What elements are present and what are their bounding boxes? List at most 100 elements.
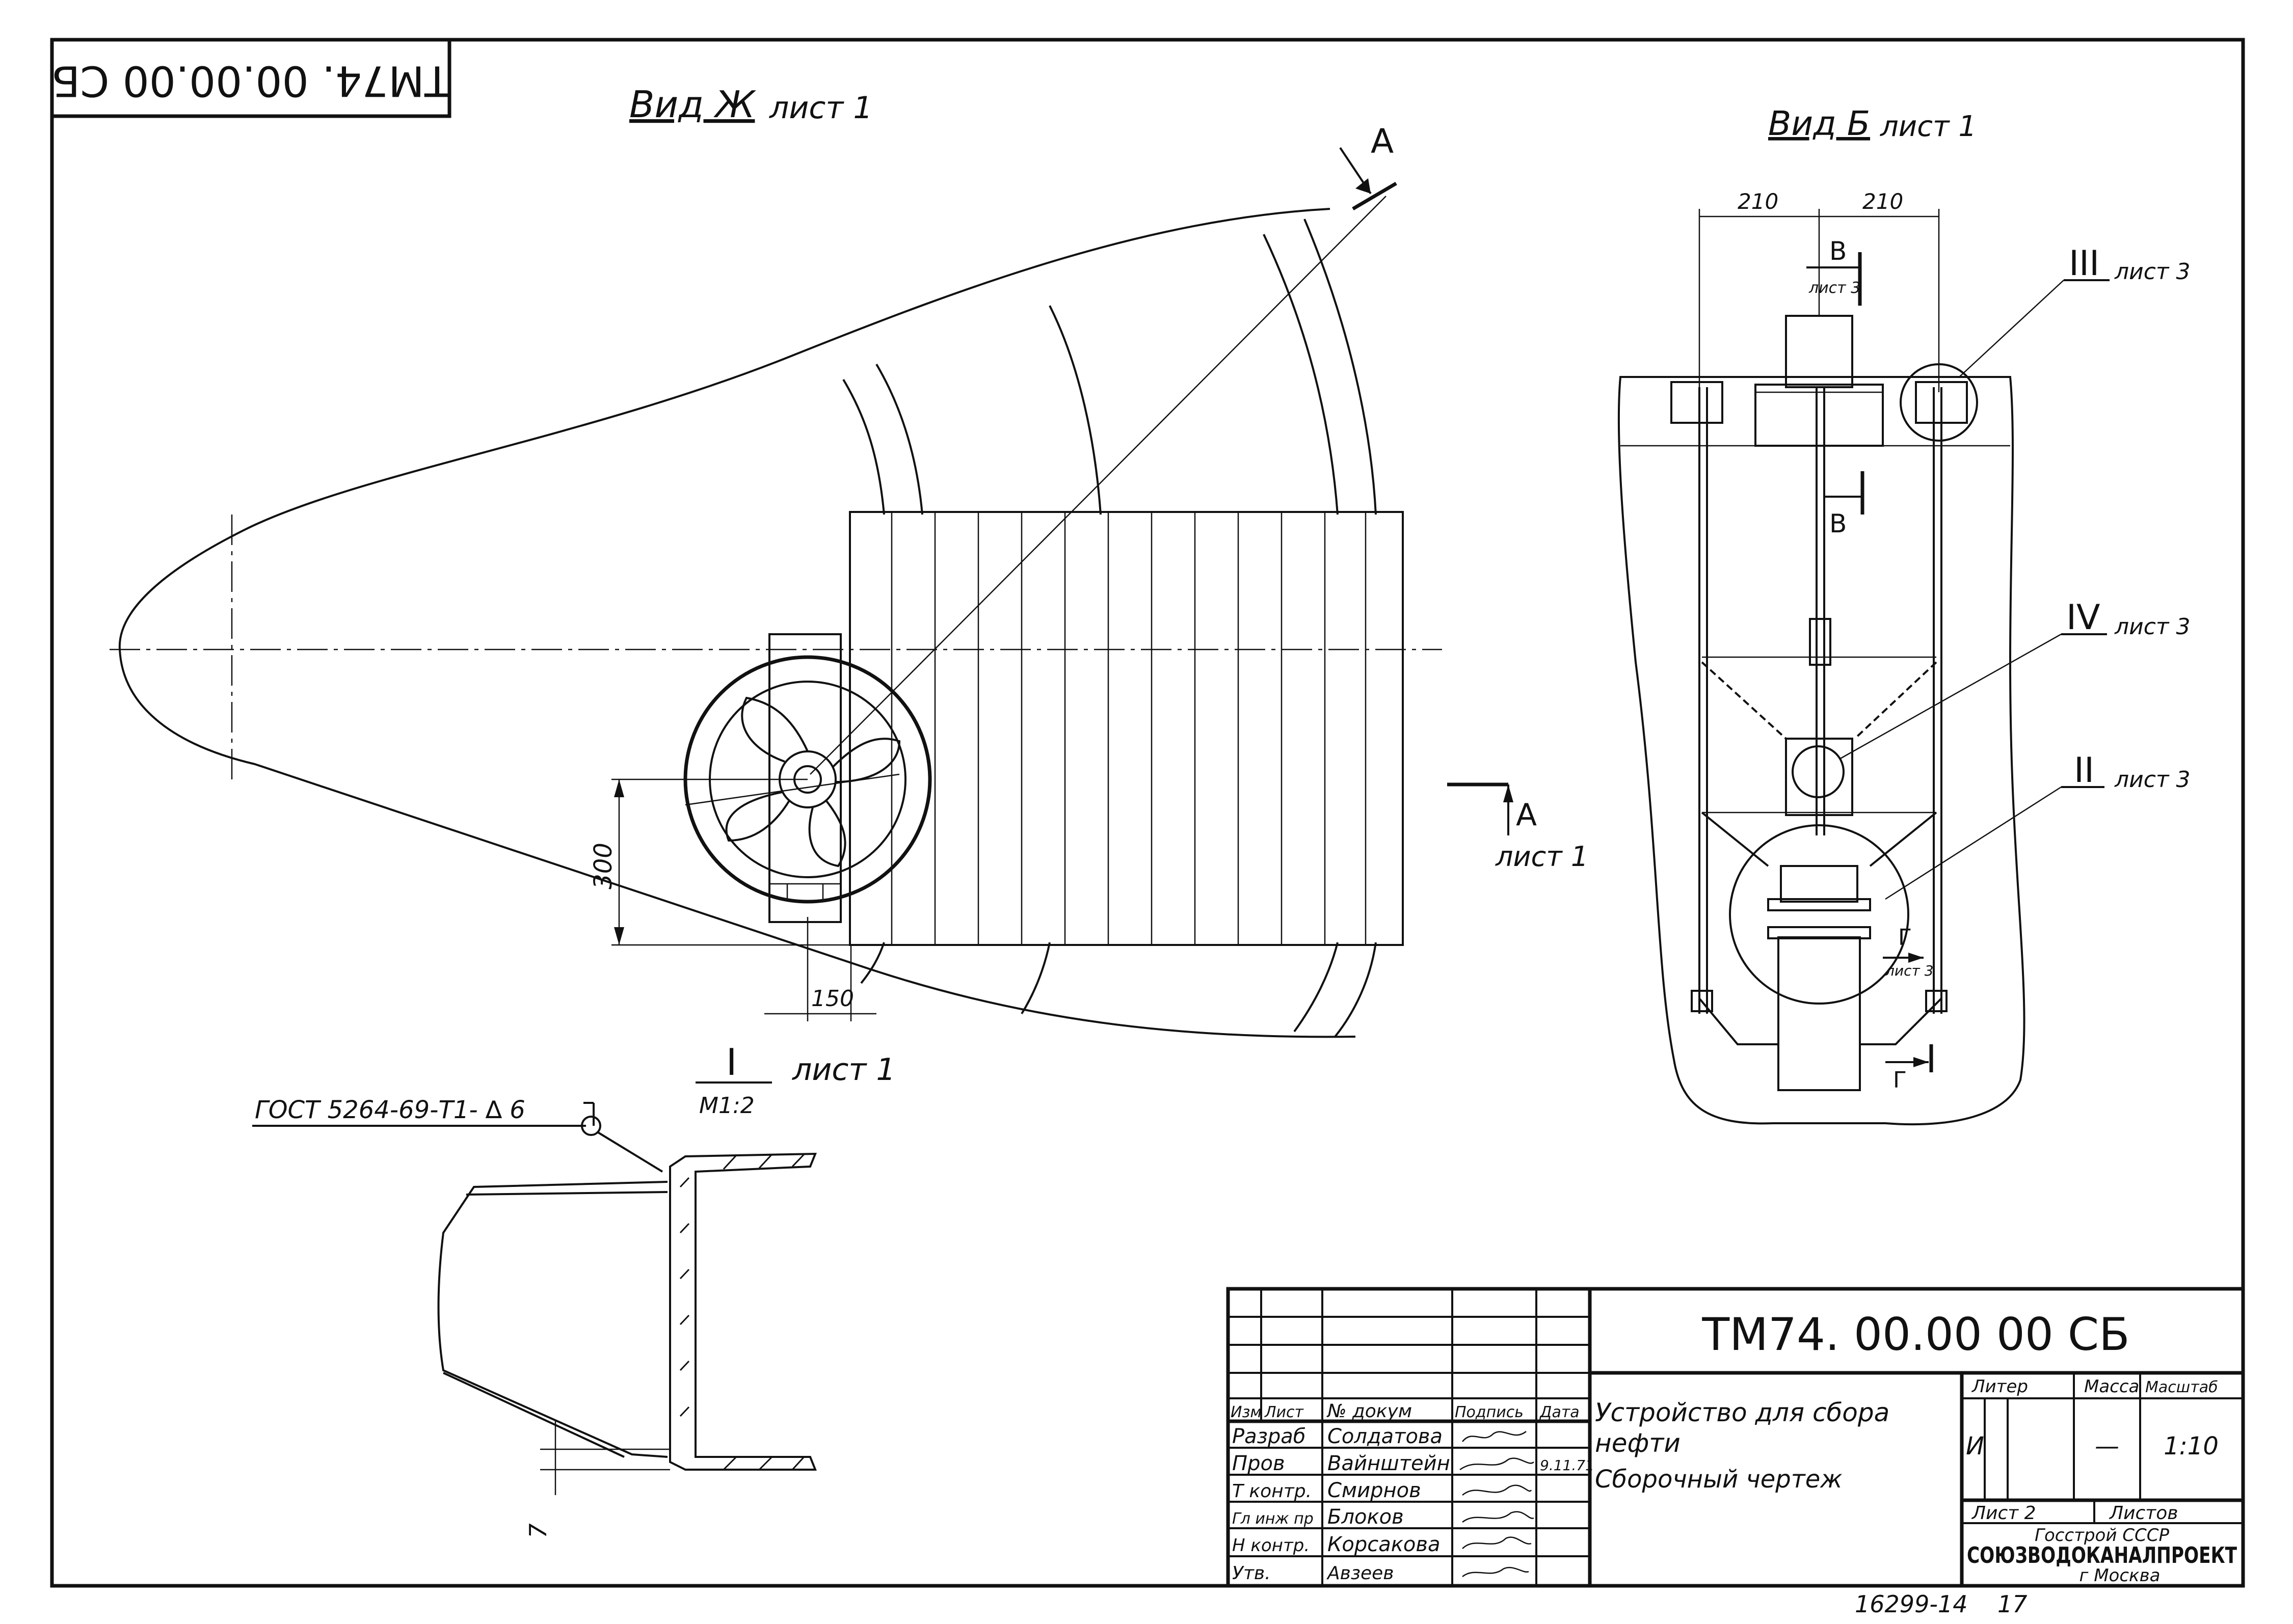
rotated-code-text: ТМ74. 00.00.00 СБ bbox=[51, 57, 450, 105]
staff-role-3: Гл инж пр bbox=[1232, 1510, 1314, 1528]
callout-ii-sheet: лист 3 bbox=[2114, 767, 2191, 793]
frame-arc bbox=[1021, 942, 1051, 1015]
mass-value: — bbox=[2095, 1432, 2119, 1460]
litera-value: И bbox=[1966, 1432, 1984, 1460]
section-g-bottom-letter: Г bbox=[1893, 1067, 1907, 1093]
product-name-line1: Устройство для сбора bbox=[1595, 1398, 1889, 1427]
th-izm: Изм bbox=[1231, 1403, 1262, 1421]
org-line1: Госстрой СССР bbox=[2035, 1525, 2169, 1546]
rotated-code-stamp: ТМ74. 00.00.00 СБ bbox=[50, 38, 451, 118]
shaft-housing bbox=[1754, 384, 1884, 447]
staff-role-0: Разраб bbox=[1232, 1425, 1305, 1448]
view-b-title: Вид Б bbox=[1768, 104, 1870, 143]
title-block: ТМ74. 00.00 00 СБ Изм Лист № докум Подпи… bbox=[1226, 1287, 2245, 1588]
title-designation: ТМ74. 00.00 00 СБ bbox=[1701, 1308, 2129, 1361]
i-beam-profile bbox=[669, 1152, 817, 1471]
staff-date-1: 9.11.71 bbox=[1540, 1457, 1594, 1474]
footer-number: 16299-14 bbox=[1855, 1590, 1967, 1618]
skin-plate bbox=[437, 1181, 668, 1458]
footer-sheet: 17 bbox=[1997, 1590, 2028, 1618]
view-zh-sheet: лист 1 bbox=[769, 90, 873, 126]
callout-iv-circle bbox=[1792, 745, 1845, 798]
frame-arc bbox=[1334, 942, 1377, 1038]
view-zh: Вид Ж лист 1 А bbox=[110, 83, 1588, 1038]
frame-arc bbox=[1263, 234, 1339, 515]
frame-arc bbox=[860, 942, 885, 984]
dim-210-right: 210 bbox=[1862, 189, 1903, 214]
signature bbox=[1462, 1430, 1527, 1442]
staff-name-4: Корсакова bbox=[1327, 1533, 1440, 1556]
view-zh-title: Вид Ж bbox=[629, 83, 757, 126]
callout-ii-circle bbox=[1729, 824, 1909, 1005]
callout-ii-roman: II bbox=[2074, 750, 2094, 791]
wheel-bracket bbox=[768, 633, 842, 923]
staff-name-0: Солдатова bbox=[1327, 1425, 1443, 1448]
signature bbox=[1462, 1567, 1529, 1577]
signature bbox=[1462, 1484, 1532, 1496]
deck-plank-block bbox=[849, 511, 1404, 946]
callout-iv-roman: IV bbox=[2066, 598, 2100, 638]
th-litera: Литер bbox=[1971, 1376, 2028, 1397]
dim-7: 7 bbox=[524, 1523, 552, 1538]
sheets-label: Листов bbox=[2109, 1503, 2178, 1524]
dim-210-left: 210 bbox=[1738, 189, 1778, 214]
pontoon-outline bbox=[1617, 376, 2025, 1126]
view-b: Вид Б лист 1 210 210 В лист 3 В bbox=[1617, 104, 2191, 1126]
frame-arc bbox=[1293, 942, 1339, 1033]
sheet-border bbox=[50, 38, 2245, 1588]
section-a-sheet: лист 1 bbox=[1495, 841, 1588, 873]
section-a-cut-line bbox=[810, 196, 1387, 775]
section-a-top-letter: А bbox=[1371, 122, 1394, 161]
th-list: Лист bbox=[1264, 1403, 1304, 1421]
callout-iii-roman: III bbox=[2069, 243, 2099, 284]
detail-i: I лист 1 М1:2 ГОСТ 5264-69-Т1- ∆ 6 bbox=[252, 1041, 896, 1538]
section-v-top-letter: В bbox=[1829, 236, 1847, 266]
th-scale: Масштаб bbox=[2145, 1378, 2218, 1396]
central-bell bbox=[1785, 738, 1853, 816]
frame-arc bbox=[875, 363, 923, 515]
scale-value: 1:10 bbox=[2164, 1432, 2219, 1460]
doc-type: Сборочный чертеж bbox=[1595, 1465, 1843, 1494]
detail-i-roman: I bbox=[726, 1041, 737, 1084]
detail-i-scale: М1:2 bbox=[699, 1093, 755, 1119]
staff-name-5: Авзеев bbox=[1326, 1563, 1394, 1584]
frame-arc bbox=[842, 378, 885, 515]
section-g-sheet: лист 3 bbox=[1885, 962, 1934, 979]
staff-role-2: Т контр. bbox=[1232, 1481, 1312, 1502]
weld-symbol-circle bbox=[581, 1116, 601, 1136]
product-name-line2: нефти bbox=[1595, 1428, 1681, 1458]
section-v-sheet: лист 3 bbox=[1808, 279, 1860, 297]
th-mass: Масса bbox=[2084, 1376, 2139, 1397]
th-sign: Подпись bbox=[1455, 1403, 1524, 1421]
org-line2: СОЮЗВОДОКАНАЛПРОЕКТ bbox=[1967, 1542, 2237, 1568]
staff-name-2: Смирнов bbox=[1327, 1479, 1421, 1502]
lower-pipe bbox=[1777, 936, 1861, 1091]
frame-arc bbox=[1303, 219, 1377, 515]
frame-arc bbox=[1049, 305, 1102, 515]
signature bbox=[1462, 1536, 1532, 1549]
staff-role-1: Пров bbox=[1232, 1452, 1285, 1475]
callout-iv-sheet: лист 3 bbox=[2114, 614, 2191, 640]
signature bbox=[1462, 1511, 1534, 1523]
shaft-cap bbox=[1785, 315, 1853, 388]
staff-name-1: Вайнштейн bbox=[1327, 1452, 1450, 1475]
hull-outline bbox=[118, 208, 1356, 1038]
detail-i-sheet: лист 1 bbox=[792, 1052, 896, 1088]
section-v-bottom-letter: В bbox=[1829, 509, 1847, 538]
callout-iii-circle bbox=[1900, 363, 1978, 442]
sheet-label: Лист 2 bbox=[1971, 1503, 2036, 1524]
staff-role-4: Н контр. bbox=[1232, 1535, 1310, 1556]
staff-name-3: Блоков bbox=[1327, 1505, 1404, 1529]
th-doc-no: № докум bbox=[1326, 1401, 1412, 1422]
section-a-bottom-letter: А bbox=[1516, 797, 1537, 833]
th-date: Дата bbox=[1539, 1403, 1580, 1421]
view-b-sheet: лист 1 bbox=[1880, 110, 1977, 143]
section-g-mid-letter: Г bbox=[1898, 925, 1912, 951]
dim-150: 150 bbox=[811, 986, 854, 1012]
callout-iii-sheet: лист 3 bbox=[2114, 259, 2191, 285]
signature bbox=[1459, 1457, 1534, 1471]
weld-note: ГОСТ 5264-69-Т1- ∆ 6 bbox=[255, 1096, 525, 1124]
staff-role-5: Утв. bbox=[1232, 1563, 1271, 1584]
dim-300: 300 bbox=[589, 843, 618, 889]
